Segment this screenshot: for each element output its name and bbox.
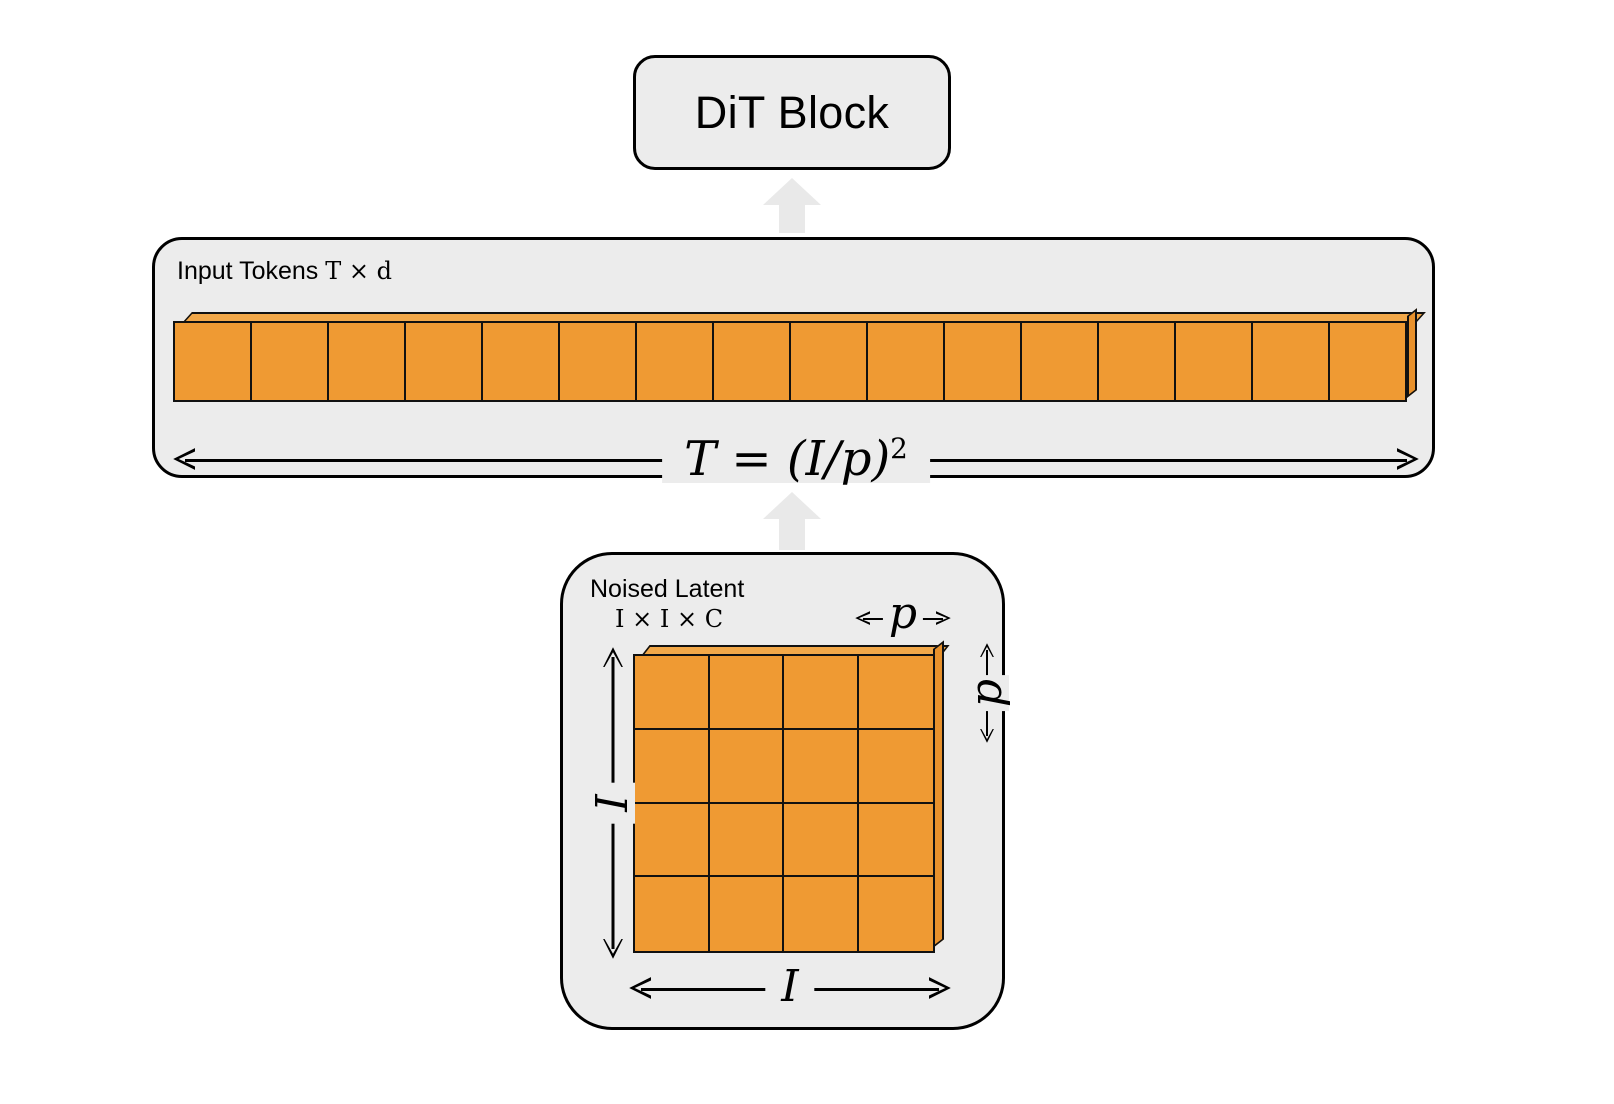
token-cell — [560, 323, 637, 400]
patch-width-label: p — [882, 592, 924, 636]
latent-height-dimension: I — [587, 647, 638, 959]
dit-block-label: DiT Block — [694, 87, 890, 138]
input-tokens-shape-label: T × d — [325, 257, 393, 285]
formula-lhs: T — [684, 431, 717, 487]
token-strip — [173, 308, 1426, 402]
patch-cell — [858, 729, 933, 804]
token-cell — [329, 323, 406, 400]
token-strip-body — [173, 321, 1407, 402]
latent-width-dimension: I — [629, 963, 951, 1013]
formula-exponent: 2 — [890, 432, 908, 465]
token-cell — [868, 323, 945, 400]
token-cell — [637, 323, 714, 400]
arrow-shaft — [779, 205, 805, 233]
patch-cell — [635, 656, 710, 730]
token-cell — [175, 323, 252, 400]
patch-cell — [858, 803, 933, 878]
patch-cell — [784, 803, 859, 878]
dit-block-node: DiT Block — [633, 55, 951, 170]
patch-cell — [635, 729, 710, 804]
arrow-head — [763, 178, 821, 205]
token-strip-side-face — [1407, 308, 1417, 398]
token-cell — [1176, 323, 1253, 400]
arrow-up-icon-latent-to-tokens — [762, 492, 822, 550]
patch-grid-body — [633, 654, 935, 953]
token-cell — [252, 323, 329, 400]
patch-cell — [709, 877, 784, 951]
formula-eq: = — [716, 431, 787, 487]
input-tokens-title: Input Tokens T × d — [177, 257, 392, 286]
patch-cell — [858, 877, 933, 951]
token-cell — [1253, 323, 1330, 400]
latent-height-label: I — [587, 782, 638, 824]
noised-latent-shape-label: I × I × C — [615, 605, 724, 633]
arrow-shaft — [779, 519, 805, 550]
token-cell — [1330, 323, 1405, 400]
token-cell — [1022, 323, 1099, 400]
noised-latent-panel: Noised Latent I × I × C — [560, 552, 1012, 1030]
token-cell — [483, 323, 560, 400]
token-count-formula: T = (I/p)2 — [662, 435, 930, 483]
patch-height-dimension: p — [961, 643, 1013, 743]
token-cell — [791, 323, 868, 400]
token-cell — [714, 323, 791, 400]
arrow-head — [763, 492, 821, 519]
input-tokens-title-text: Input Tokens — [177, 257, 319, 285]
latent-width-label: I — [765, 965, 815, 1010]
token-count-dimension: T = (I/p)2 — [173, 426, 1419, 492]
patch-grid — [633, 640, 950, 957]
patch-cell — [635, 803, 710, 878]
patch-height-label: p — [961, 674, 1012, 712]
patch-cell — [858, 656, 933, 730]
formula-rhs: (I/p) — [786, 431, 891, 487]
arrow-up-icon-tokens-to-dit — [762, 178, 822, 233]
token-cell — [406, 323, 483, 400]
patch-cell — [709, 656, 784, 730]
noised-latent-title: Noised Latent — [590, 575, 745, 603]
patch-cell — [709, 803, 784, 878]
patch-width-dimension: p — [855, 588, 951, 640]
patch-cell — [709, 729, 784, 804]
input-tokens-panel: Input Tokens T × d — [152, 237, 1435, 483]
patch-cell — [635, 877, 710, 951]
token-cell — [1099, 323, 1176, 400]
patch-cell — [784, 729, 859, 804]
patch-cell — [784, 656, 859, 730]
token-cell — [945, 323, 1022, 400]
patch-cell — [784, 877, 859, 951]
